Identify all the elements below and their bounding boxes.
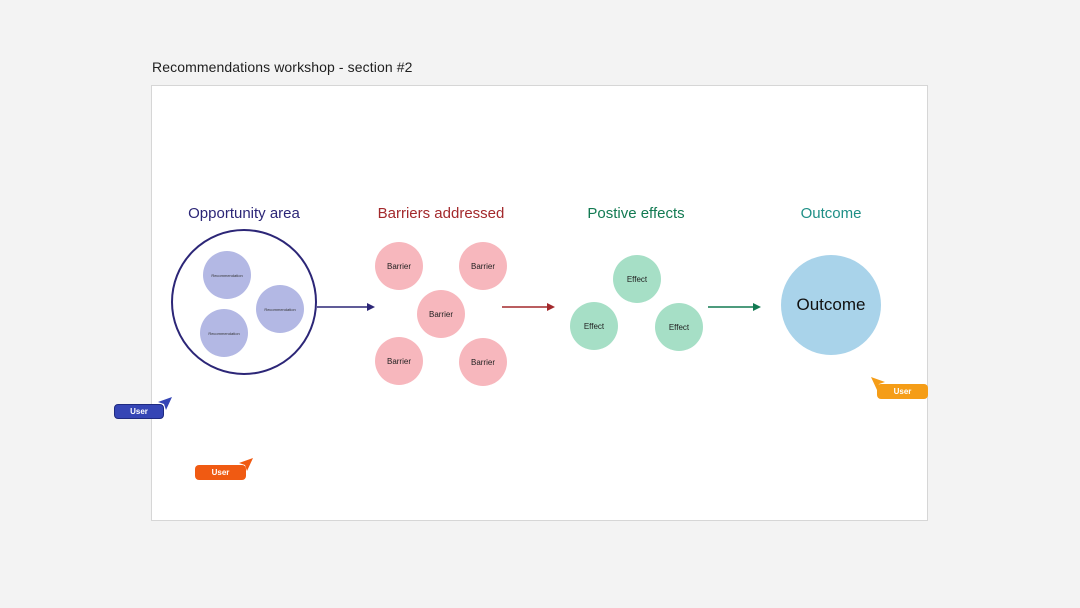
barrier-node[interactable]: Barrier <box>459 242 507 290</box>
barrier-node[interactable]: Barrier <box>375 337 423 385</box>
heading-barriers-addressed: Barriers addressed <box>377 205 505 222</box>
user-cursor-label: User <box>877 384 928 399</box>
cursor-arrow-icon <box>239 458 253 471</box>
recommendation-node[interactable]: Recommendation <box>256 285 304 333</box>
barrier-node[interactable]: Barrier <box>417 290 465 338</box>
user-cursor-label: User <box>195 465 246 480</box>
user-cursor-label: User <box>114 404 164 419</box>
opportunity-area-ring[interactable] <box>171 229 317 375</box>
cursor-arrow-icon <box>871 377 885 390</box>
frame-title[interactable]: Recommendations workshop - section #2 <box>152 59 413 75</box>
effect-node[interactable]: Effect <box>570 302 618 350</box>
heading-positive-effects: Postive effects <box>587 205 685 222</box>
effect-node[interactable]: Effect <box>613 255 661 303</box>
barrier-node[interactable]: Barrier <box>459 338 507 386</box>
barrier-node[interactable]: Barrier <box>375 242 423 290</box>
cursor-arrow-icon <box>158 397 172 410</box>
outcome-node[interactable]: Outcome <box>781 255 881 355</box>
effect-node[interactable]: Effect <box>655 303 703 351</box>
heading-opportunity-area: Opportunity area <box>188 205 300 222</box>
heading-outcome: Outcome <box>800 205 862 222</box>
recommendation-node[interactable]: Recommendation <box>200 309 248 357</box>
recommendation-node[interactable]: Recommendation <box>203 251 251 299</box>
